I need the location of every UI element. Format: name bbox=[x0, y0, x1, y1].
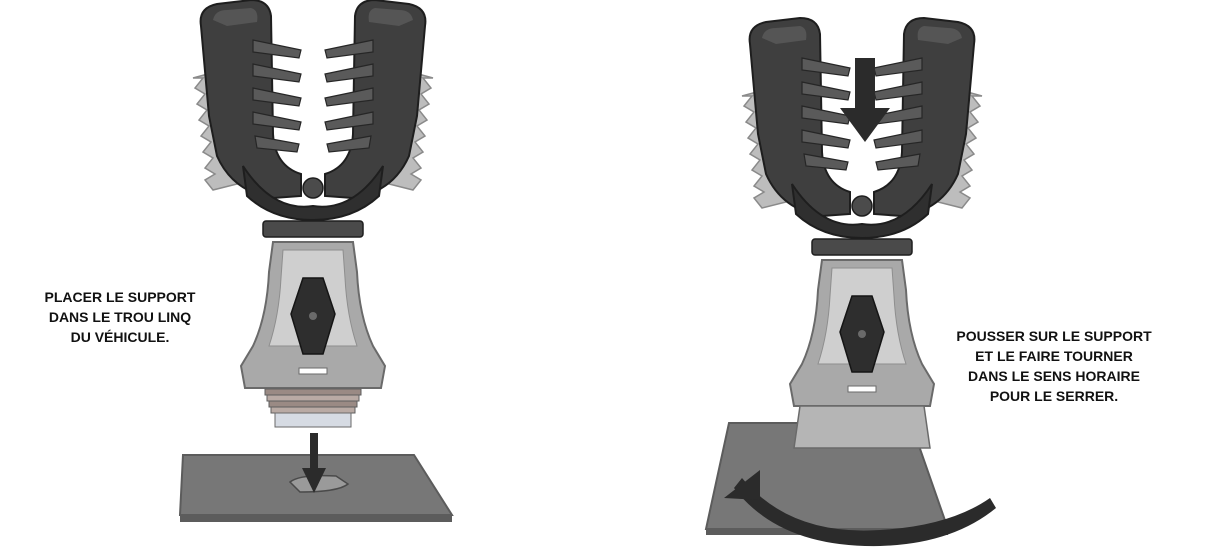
caption-line: ET LE FAIRE TOURNER bbox=[924, 346, 1184, 366]
step-2-illustration bbox=[706, 18, 996, 546]
caption-line: DANS LE TROU LINQ bbox=[0, 307, 240, 327]
threaded-base bbox=[265, 389, 361, 427]
caption-line: POUR LE SERRER. bbox=[924, 386, 1184, 406]
step-2-caption: POUSSER SUR LE SUPPORT ET LE FAIRE TOURN… bbox=[924, 326, 1184, 406]
step-1-caption: PLACER LE SUPPORT DANS LE TROU LINQ DU V… bbox=[0, 287, 240, 347]
step-1-illustration bbox=[180, 0, 452, 522]
caption-line: DANS LE SENS HORAIRE bbox=[924, 366, 1184, 386]
caption-line: DU VÉHICULE. bbox=[0, 327, 240, 347]
caption-line: POUSSER SUR LE SUPPORT bbox=[924, 326, 1184, 346]
caption-line: PLACER LE SUPPORT bbox=[0, 287, 240, 307]
